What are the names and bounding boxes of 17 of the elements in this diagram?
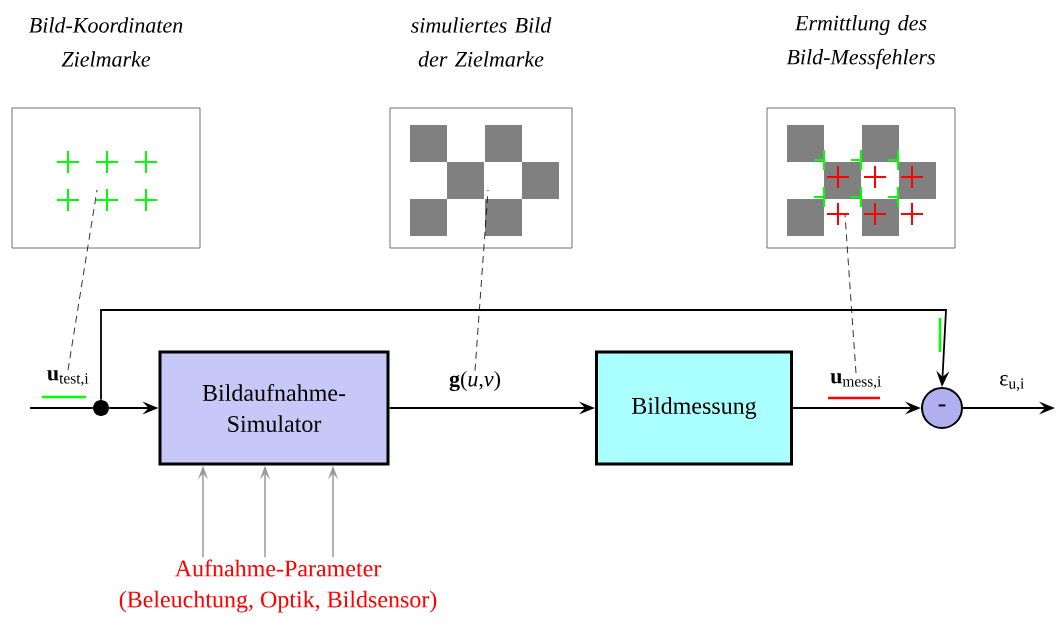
arrow — [100, 309, 950, 401]
summing-junction: - — [921, 387, 963, 429]
parameter-text: Aufnahme-Parameter (Beleuchtung, Optik, Bildsensor) — [119, 559, 437, 613]
edge-label: ε$_{u,i}$ — [998, 374, 1026, 392]
signal-label: u$_{mess,i}$ — [830, 373, 882, 389]
leader-line — [67, 189, 98, 371]
leader-line — [844, 214, 857, 374]
signal-label: u$_{test,i}$ — [47, 370, 89, 386]
signal-label: g(u,v) — [449, 370, 500, 392]
panel-heading: simuliertes Bild der Zielmarke — [411, 17, 552, 67]
branch-point — [93, 400, 109, 416]
process-box: Bildaufnahme- Simulator — [158, 350, 390, 466]
process-box: Bildmessung — [595, 350, 793, 466]
connector-line — [29, 407, 94, 409]
panel-heading: Ermittlung des Bild-Messfehlers — [786, 15, 935, 69]
panel-heading: Bild-Koordinaten Zielmarke — [29, 17, 183, 67]
leader-line — [474, 189, 489, 372]
